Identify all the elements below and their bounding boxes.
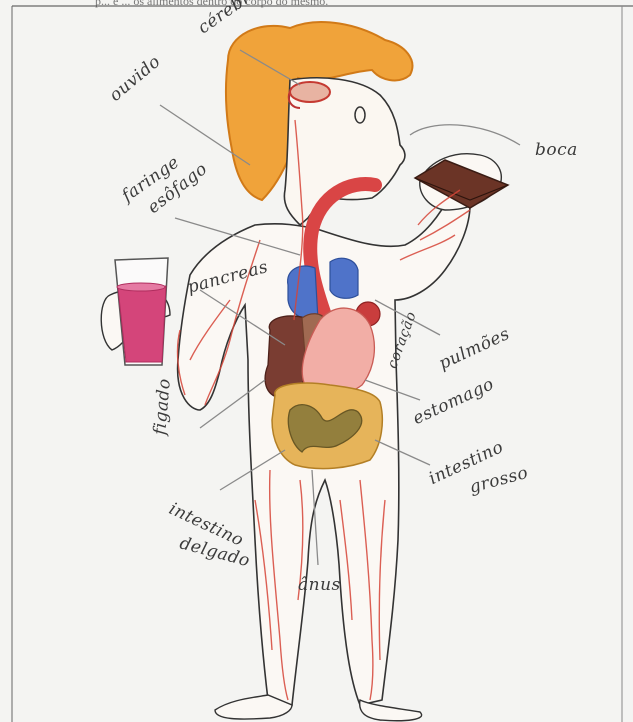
glass-liquid bbox=[118, 286, 166, 362]
right-foot bbox=[360, 700, 422, 721]
label-anus: ânus bbox=[298, 575, 341, 595]
lung-right bbox=[330, 258, 358, 298]
brain bbox=[290, 82, 330, 102]
label-boca: boca bbox=[535, 140, 578, 160]
